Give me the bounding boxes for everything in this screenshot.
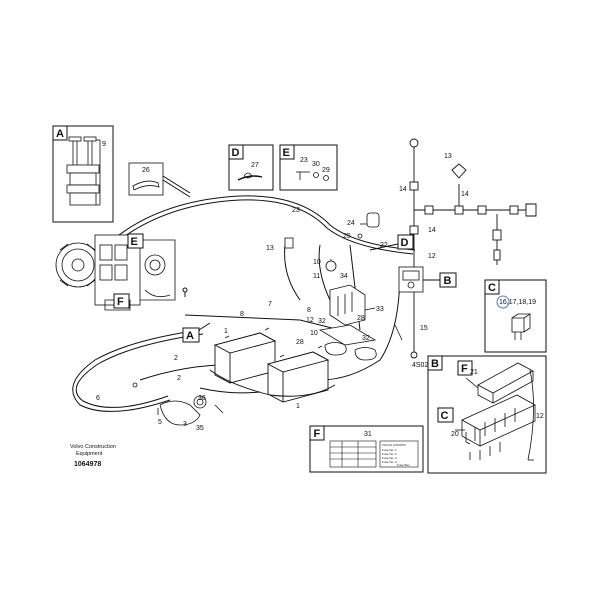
main-letter-f: F	[117, 296, 124, 308]
callout-16-19: 16,17,18,19	[499, 299, 536, 306]
callout-22: 22	[380, 242, 388, 249]
fuse-label-line-1: Fuse No. 1	[382, 448, 397, 452]
detail-letter-f: F	[314, 428, 321, 440]
callout-2-b: 2	[177, 375, 181, 382]
callout-33: 33	[376, 306, 384, 313]
highlight-circle	[496, 295, 510, 309]
callout-24: 24	[347, 220, 355, 227]
fuse-label-line-4: Fuse No. 4	[382, 460, 397, 464]
starter-motor	[132, 382, 224, 426]
callout-30: 30	[312, 161, 320, 168]
cable-detail-26: 26	[128, 162, 191, 198]
detail-box-e: E 23 30 29	[279, 144, 338, 191]
fuse-holder	[398, 266, 424, 293]
callout-1-b: 1	[296, 403, 300, 410]
batteries	[209, 327, 336, 403]
callout-36: 36	[198, 395, 206, 402]
main-switch-assembly	[284, 212, 403, 361]
callout-28-upper: 28	[357, 315, 365, 322]
detail-box-b: B F C 21 12 20	[427, 355, 547, 474]
callout-23-main: 23	[292, 207, 300, 214]
detail-letter-a: A	[56, 128, 64, 140]
callout-20: 20	[451, 431, 459, 438]
main-letter-a: A	[186, 330, 194, 342]
callout-8: 8	[240, 311, 244, 318]
callout-5: 5	[158, 419, 162, 426]
main-letter-e: E	[131, 236, 138, 248]
callout-10: 10	[310, 330, 318, 337]
detail-inner-letter-c: C	[441, 410, 449, 422]
callout-9: 9	[102, 141, 106, 148]
callout-12-main: 12	[306, 317, 314, 324]
callout-32-main: 32	[318, 318, 326, 325]
harness-upper-right	[409, 138, 537, 359]
detail-letter-d: D	[232, 147, 240, 159]
callout-10-b: 10	[313, 259, 321, 266]
callout-14-a: 14	[399, 186, 407, 193]
detail-letter-c: C	[488, 282, 496, 294]
callout-29: 29	[322, 167, 330, 174]
callout-13-harness: 13	[444, 153, 452, 160]
callout-15: 15	[420, 325, 428, 332]
callout-14-b: 14	[461, 191, 469, 198]
callout-25: 25	[343, 233, 351, 240]
detail-box-c: C 16,17,18,19	[484, 279, 547, 353]
detail-letter-b: B	[431, 358, 439, 370]
figure-id: 1064978	[74, 461, 101, 468]
fuse-label-line-3: Fuse No. 3	[382, 456, 397, 460]
main-letter-d: D	[401, 237, 409, 249]
brand-line-2: Equipment	[76, 451, 103, 457]
callout-12-detail: 12	[536, 413, 544, 420]
callout-23: 23	[300, 157, 308, 164]
main-letter-b: B	[444, 275, 452, 287]
fuse-label-title: Fuse Box	[397, 463, 410, 467]
detail-box-d: D 27	[228, 144, 274, 191]
detail-box-a: A 9	[52, 125, 114, 223]
callout-31: 31	[364, 431, 372, 438]
callout-11: 11	[313, 273, 320, 280]
callout-26: 26	[142, 167, 150, 174]
detail-box-f: F 31 VOLVO CONSTR Fuse No. 1 Fuse No. 2 …	[309, 425, 424, 473]
fuse-label-line-2: Fuse No. 2	[382, 452, 397, 456]
fuse-label-company: VOLVO CONSTR	[382, 443, 406, 447]
callout-12-harness: 12	[428, 253, 436, 260]
callout-3: 3	[183, 421, 187, 428]
detail-letter-e: E	[283, 147, 290, 159]
part-code: 4S026	[412, 362, 432, 369]
callout-32-lower: 32	[362, 335, 370, 342]
callout-1-a: 1	[224, 328, 228, 335]
callout-27: 27	[251, 162, 259, 169]
callout-13-main: 13	[266, 245, 274, 252]
callout-7: 7	[268, 301, 272, 308]
brand-line-1: Volvo Construction	[70, 444, 116, 450]
detail-inner-letter-f: F	[461, 363, 468, 375]
callout-34: 34	[340, 273, 348, 280]
callout-8-b: 8	[307, 307, 311, 314]
callout-14-c: 14	[428, 227, 436, 234]
callout-6: 6	[96, 395, 100, 402]
callout-2: 2	[174, 355, 178, 362]
callout-21: 21	[470, 369, 478, 376]
callout-28-lower: 28	[296, 339, 304, 346]
callout-35: 35	[196, 425, 204, 432]
